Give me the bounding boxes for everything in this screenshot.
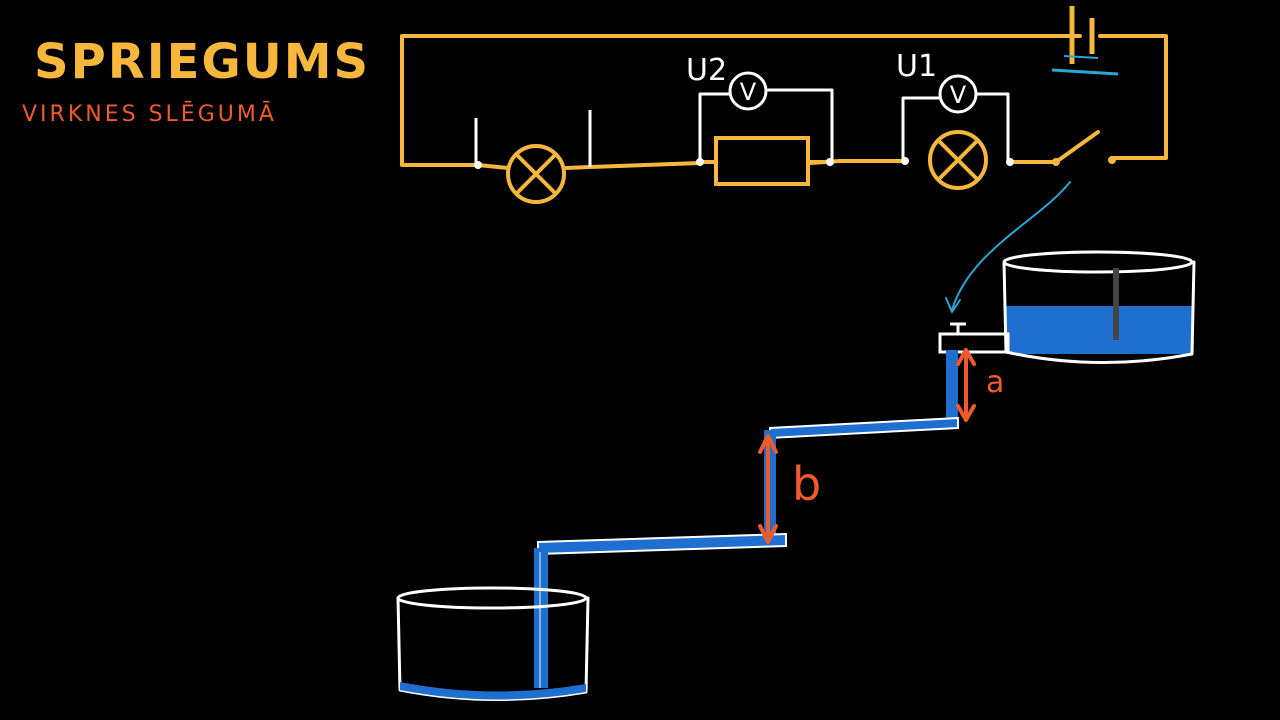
upper-tank: [1002, 250, 1196, 364]
page-subtitle: VIRKNES SLĒGUMĀ: [22, 102, 277, 127]
height-label-b: b: [792, 457, 821, 511]
water-model: a b: [396, 250, 1196, 701]
lamp-icon: [506, 144, 566, 204]
voltmeter-probe-terminals: [474, 110, 592, 169]
height-arrow-a: a: [956, 348, 1004, 422]
voltmeter-u2-label: U2: [686, 53, 727, 88]
page-title: SPRIEGUMS: [34, 34, 371, 90]
voltmeter-u1-label: U1: [896, 49, 937, 84]
water-pipe: [534, 350, 959, 688]
pointer-arrowhead-icon: [945, 297, 961, 313]
switch-to-tap-pointer: [951, 181, 1071, 311]
lower-tank: [396, 586, 590, 701]
circuit-wire-top-right: [1098, 34, 1168, 160]
voltmeter-u2: V U2: [686, 53, 834, 162]
switch-icon: [1052, 130, 1116, 166]
voltmeter-u2-symbol: V: [740, 78, 757, 106]
voltmeter-u1: V U1: [896, 49, 1014, 166]
circuit-diagram: V U2 V U1: [400, 6, 1168, 313]
resistor-icon: [696, 136, 834, 186]
lamp-icon: [928, 130, 988, 190]
tap-icon: [938, 322, 1010, 354]
circuit-wire: [400, 34, 1082, 167]
height-arrow-b: b: [758, 434, 821, 544]
battery-icon: [1051, 6, 1119, 76]
height-label-a: a: [986, 365, 1004, 400]
voltmeter-u1-symbol: V: [950, 81, 967, 109]
